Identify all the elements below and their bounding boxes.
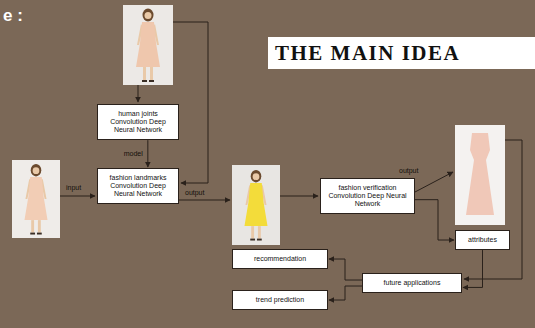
box-text: attributes bbox=[459, 236, 506, 244]
slide-title: THE MAIN IDEA bbox=[275, 41, 460, 65]
output-box: attributes bbox=[455, 230, 510, 250]
network-box: fashion landmarks Convolution Deep Neura… bbox=[97, 168, 179, 204]
edge-label: model bbox=[123, 150, 144, 157]
application-box: trend prediction bbox=[232, 290, 328, 310]
box-text: fashion verification Convolution Deep Ne… bbox=[324, 184, 411, 208]
photo-output bbox=[455, 125, 505, 225]
cropped-heading: e : bbox=[3, 6, 23, 26]
application-box: recommendation bbox=[232, 249, 328, 269]
title-band: THE MAIN IDEA bbox=[268, 37, 535, 69]
flow-arrow bbox=[329, 259, 362, 280]
box-text: future applications bbox=[366, 279, 458, 287]
flow-label: output bbox=[185, 189, 204, 196]
photo-input bbox=[12, 160, 60, 238]
flow-arrow bbox=[463, 250, 483, 287]
network-box: human joints Convolution Deep Neural Net… bbox=[97, 104, 179, 140]
flow-label: input bbox=[66, 184, 81, 191]
flow-arrow bbox=[329, 286, 362, 300]
flow-arrow bbox=[147, 140, 148, 167]
flow-arrow bbox=[415, 200, 454, 240]
photo-wires bbox=[60, 22, 522, 279]
photo-landmarks bbox=[232, 165, 280, 245]
box-text: fashion landmarks Convolution Deep Neura… bbox=[101, 174, 175, 198]
box-text: recommendation bbox=[236, 255, 324, 263]
box-text: human joints Convolution Deep Neural Net… bbox=[101, 110, 175, 134]
flow-label: output bbox=[399, 167, 418, 174]
network-box: fashion verification Convolution Deep Ne… bbox=[320, 178, 415, 214]
box-text: trend prediction bbox=[236, 296, 324, 304]
photo-top bbox=[123, 5, 173, 85]
application-box: future applications bbox=[362, 273, 462, 293]
